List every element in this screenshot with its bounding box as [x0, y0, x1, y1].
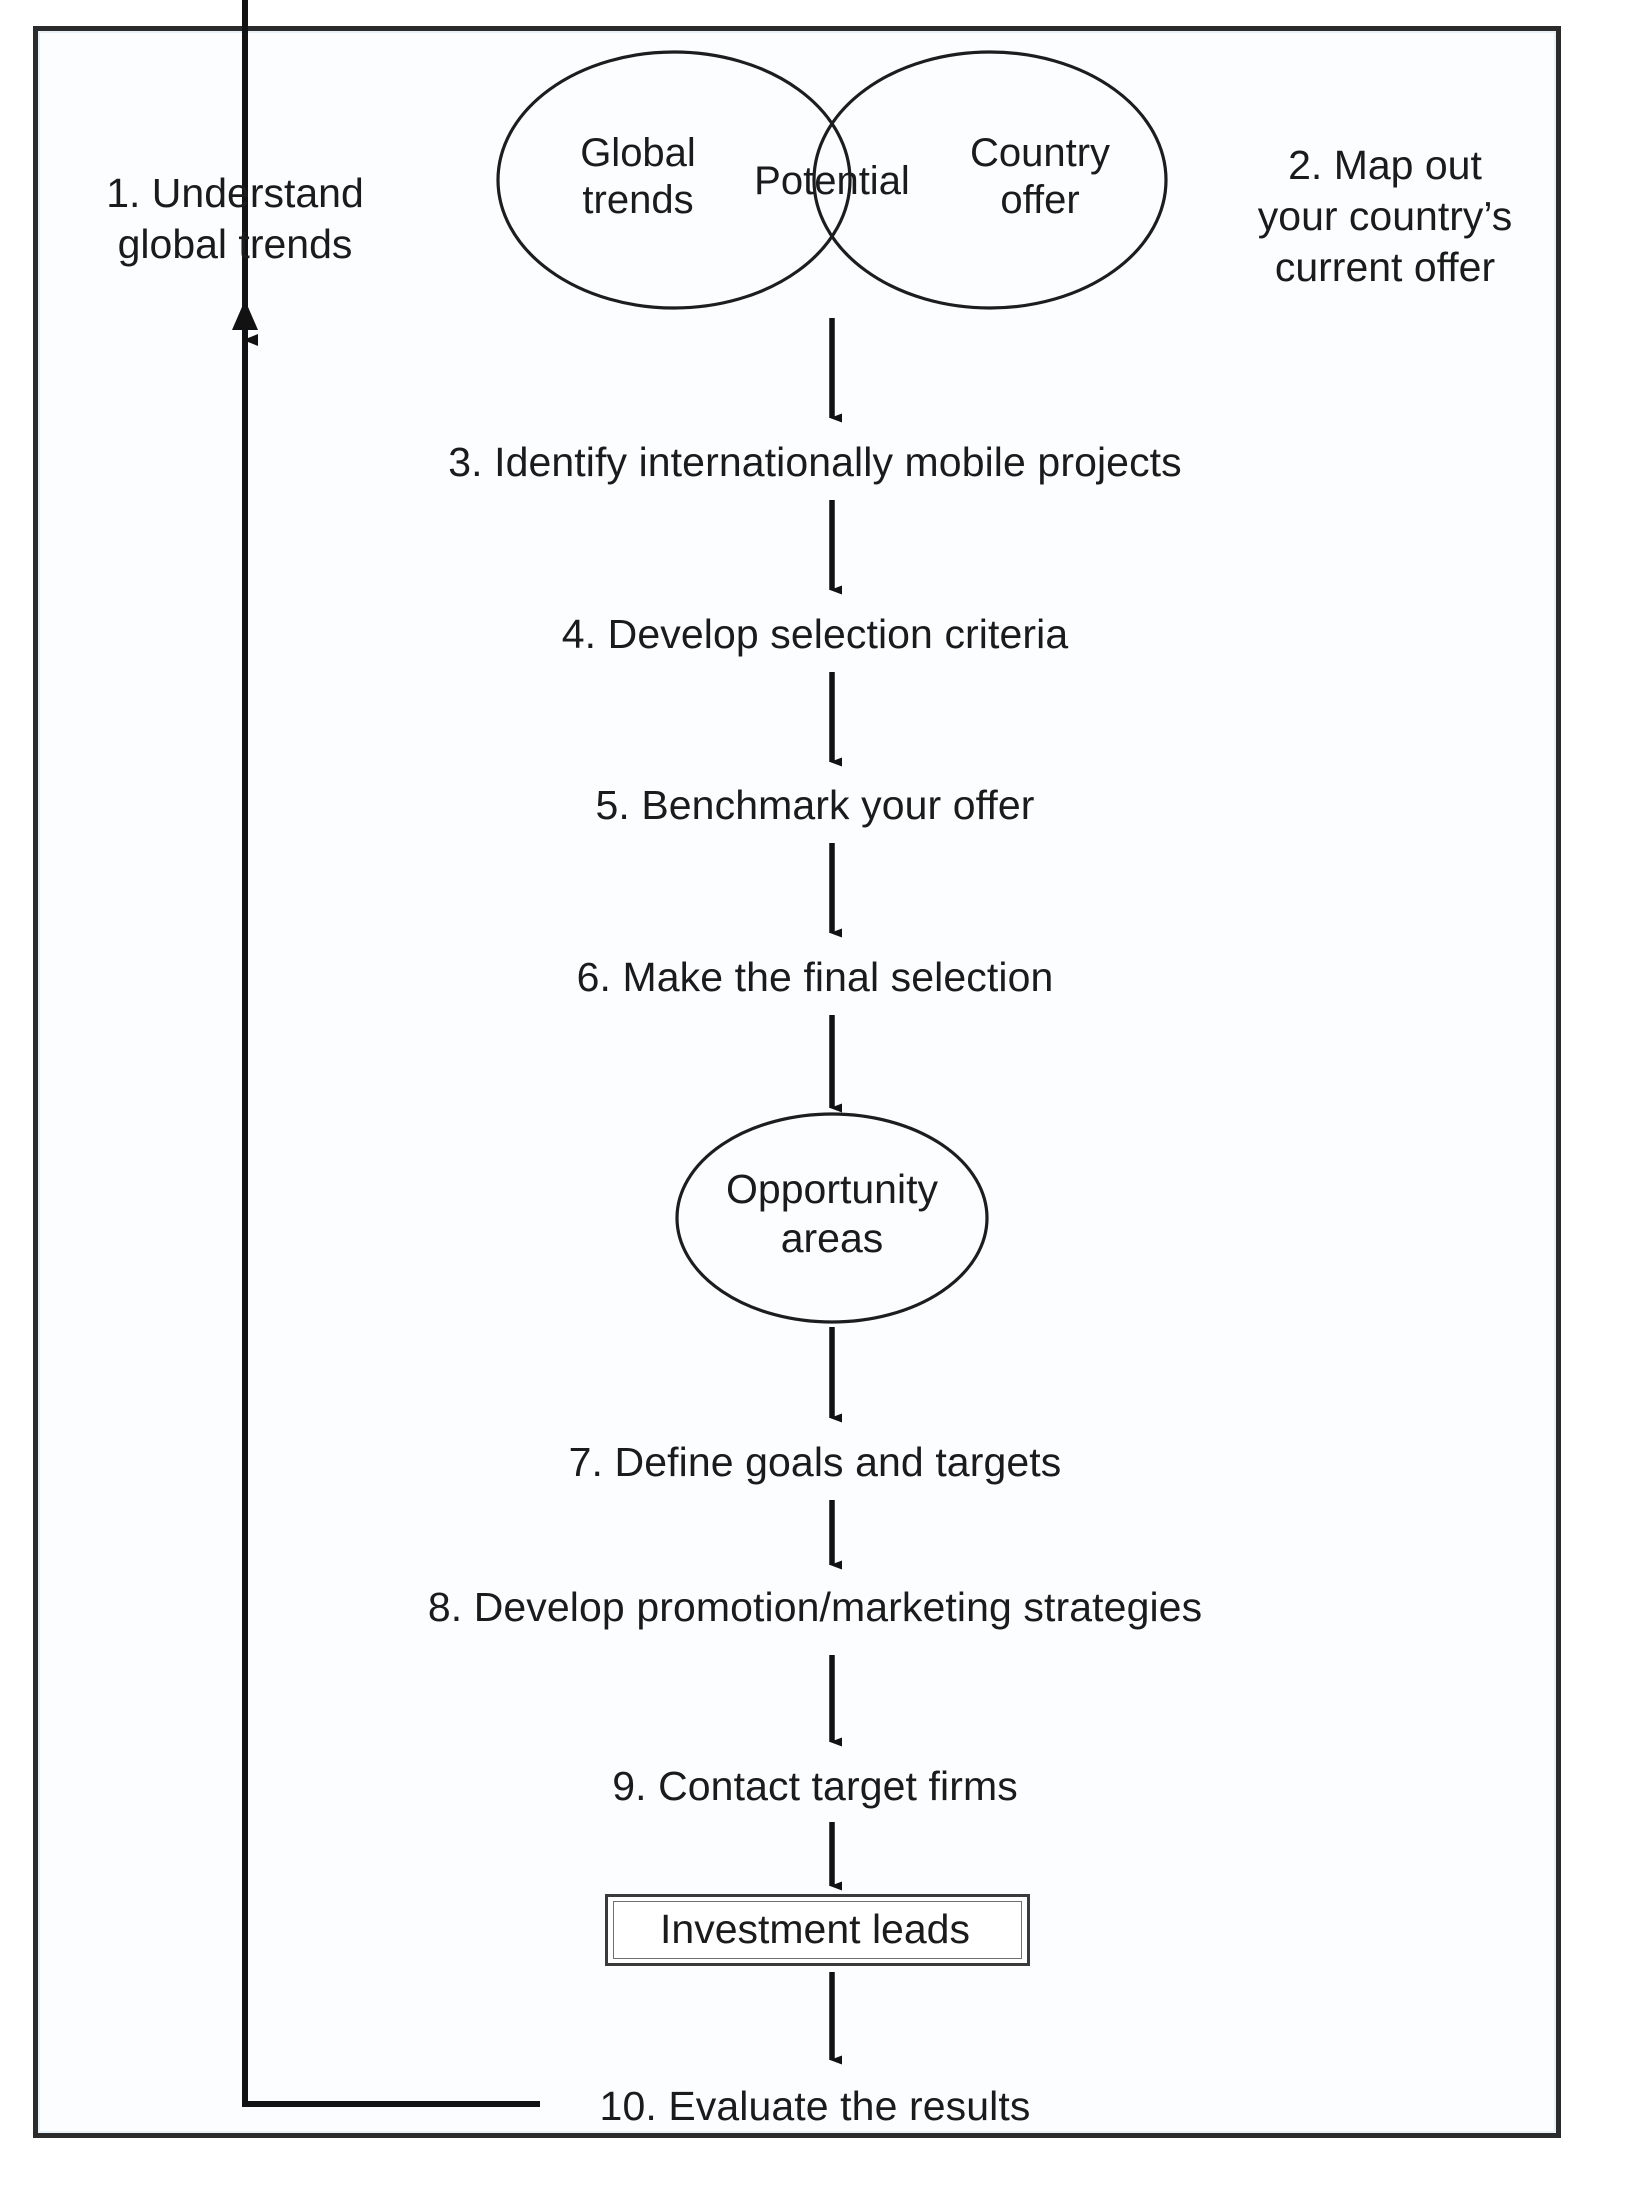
side-label-step-2-line2: your country’s: [1257, 192, 1513, 239]
venn-label-global-trends-line1: Global: [580, 131, 696, 175]
opportunity-areas-label: Opportunity areas: [632, 1165, 1032, 1263]
venn-label-potential-text: Potential: [754, 159, 910, 203]
side-label-step-1: 1. Understand global trends: [60, 168, 410, 270]
side-label-step-1-line2: global trends: [117, 220, 353, 267]
side-label-step-2-line3: current offer: [1274, 243, 1496, 290]
investment-leads-label: Investment leads: [660, 1906, 970, 1952]
investment-leads-box-inner-rule: [613, 1901, 1022, 1959]
venn-label-global-trends-line2: trends: [582, 178, 694, 223]
diagram-frame-inner-rule: [38, 31, 1556, 2133]
step-label-6: 6. Make the final selection: [576, 954, 1054, 1000]
step-label-4: 4. Develop selection criteria: [561, 611, 1069, 657]
opportunity-areas-label-line1: Opportunity: [726, 1166, 938, 1212]
step-label-9: 9. Contact target firms: [612, 1763, 1018, 1809]
investment-leads-box: [605, 1894, 1030, 1966]
opportunity-areas-label-line2: areas: [780, 1215, 884, 1262]
venn-label-country-offer-line2: offer: [1000, 178, 1080, 223]
venn-label-global-trends: Global trends: [538, 130, 738, 224]
venn-label-country-offer-line1: Country: [969, 131, 1111, 175]
step-label-8: 8. Develop promotion/marketing strategie…: [427, 1584, 1203, 1630]
step-label-5: 5. Benchmark your offer: [595, 782, 1035, 828]
step-label-10: 10. Evaluate the results: [599, 2083, 1031, 2129]
venn-label-potential: Potential: [712, 158, 952, 205]
venn-label-country-offer: Country offer: [930, 130, 1150, 224]
side-label-step-2-line1: 2. Map out: [1288, 142, 1482, 188]
side-label-step-1-line1: 1. Understand: [106, 170, 364, 216]
step-label-3: 3. Identify internationally mobile proje…: [448, 439, 1182, 485]
diagram-frame: [33, 26, 1561, 2138]
side-label-step-2: 2. Map out your country’s current offer: [1200, 140, 1570, 292]
step-label-7: 7. Define goals and targets: [568, 1439, 1062, 1485]
